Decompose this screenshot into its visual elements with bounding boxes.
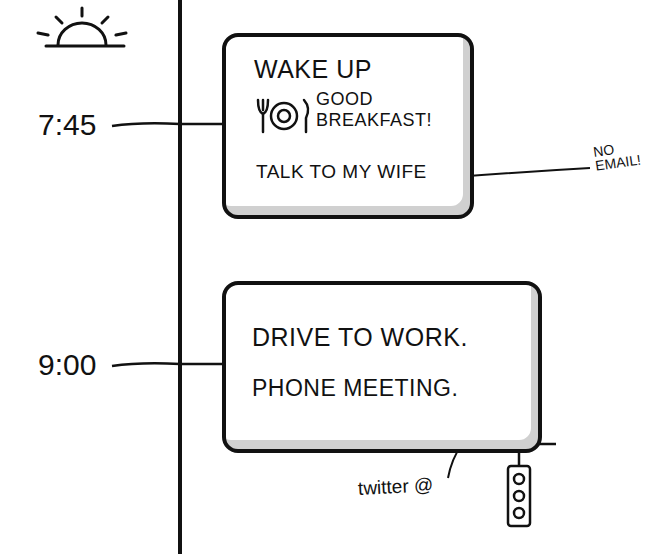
- traffic-light-icon: [490, 444, 556, 526]
- time-leader: [112, 123, 180, 126]
- activity-text: WAKE UP: [254, 55, 372, 84]
- time-label: 9:00: [38, 348, 96, 382]
- time-leader: [112, 363, 180, 366]
- box-tick: [180, 123, 224, 126]
- timeline-line: [178, 0, 182, 554]
- activity-text: PHONE MEETING.: [252, 375, 458, 402]
- box-tick: [180, 363, 224, 366]
- activity-text: TALK TO MY WIFE: [256, 161, 427, 183]
- note-label: twitter @: [357, 474, 433, 500]
- activity-box: WAKE UP GOOD BREAKFAST! TALK TO MY WIFE: [222, 33, 474, 219]
- activity-text: GOOD BREAKFAST!: [316, 89, 436, 130]
- note-label: NO EMAIL!: [592, 135, 665, 172]
- activity-box: DRIVE TO WORK. PHONE MEETING.: [222, 281, 542, 453]
- time-label: 7:45: [38, 108, 96, 142]
- sun-icon: [38, 8, 126, 46]
- activity-text: DRIVE TO WORK.: [252, 323, 468, 352]
